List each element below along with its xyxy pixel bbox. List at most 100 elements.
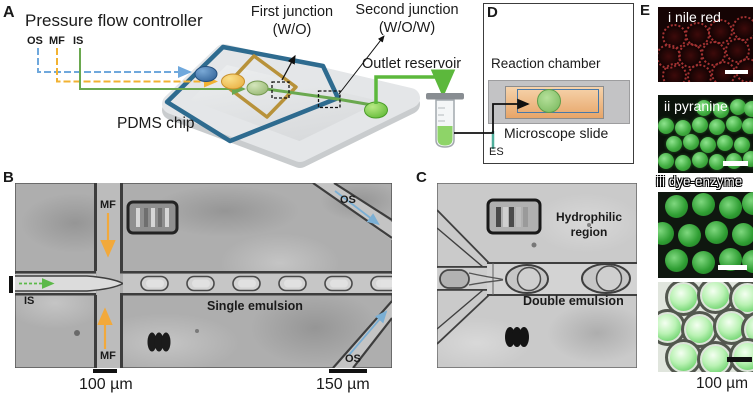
nile-red-droplet — [724, 37, 750, 63]
os-inlet-port — [194, 66, 218, 82]
pyranine-droplet — [658, 118, 674, 134]
chip-marking — [126, 200, 179, 235]
pyranine-droplet — [675, 155, 691, 171]
micrograph-double-emulsion-brightfield — [658, 282, 753, 372]
micrograph-dye-enzyme — [658, 192, 753, 278]
outlet-reservoir-tube — [426, 93, 464, 148]
dye-enzyme-droplet — [704, 220, 728, 244]
es-label: ES — [489, 146, 504, 158]
mf-label-bottom: MF — [100, 350, 116, 362]
pyranine-droplet — [658, 153, 674, 169]
second-junction-label: Second junction (W/O/W) — [355, 2, 459, 37]
dye-enzyme-droplet — [658, 221, 674, 245]
panel-e-scale-label: 100 µm — [696, 375, 749, 392]
first-junction-arrow — [281, 54, 296, 81]
os-flow-arrow-bottom — [348, 310, 388, 356]
sample-droplet — [537, 89, 561, 113]
scalebar-dye-enzyme — [718, 265, 747, 270]
dye-enzyme-droplet — [741, 249, 753, 273]
pyranine-droplet — [744, 101, 753, 117]
dye-enzyme-droplet — [691, 250, 715, 274]
dye-enzyme-droplet — [731, 222, 753, 246]
pyranine-droplet — [696, 100, 712, 116]
double-emulsion-caption: Double emulsion — [523, 294, 624, 308]
dye-enzyme-droplet — [664, 248, 688, 272]
dye-enzyme-droplet — [741, 192, 753, 215]
pyranine-label: ii pyranine — [664, 98, 728, 114]
panel-d-border — [483, 3, 634, 164]
inlet-is-label: IS — [73, 35, 84, 47]
os-flow-arrow-top — [334, 190, 380, 226]
pyranine-droplet — [742, 118, 753, 134]
pyranine-droplet — [726, 116, 742, 132]
is-label: IS — [24, 295, 35, 307]
dye-enzyme-droplet — [691, 192, 715, 216]
double-emulsion-droplets — [505, 263, 631, 294]
main-green-channel — [251, 85, 373, 107]
dye-enzyme-label: iii dye-enzyme — [656, 174, 743, 189]
outlet-tubing-line — [374, 69, 456, 104]
pyranine-droplet — [730, 99, 746, 115]
second-junction-box — [317, 90, 341, 109]
pyranine-droplet — [734, 137, 750, 153]
hydrophilic-region-label: Hydrophilic region — [555, 210, 622, 239]
inlet-mf-label: MF — [49, 35, 65, 47]
inner-plug — [439, 269, 470, 289]
scalebar-nile-red — [725, 70, 748, 74]
os-label-bottom: OS — [345, 353, 361, 365]
dye-enzyme-droplet — [677, 223, 701, 247]
pyranine-droplet — [717, 135, 733, 151]
channel-height-tick — [9, 276, 13, 293]
scalebar-pyranine — [723, 161, 748, 166]
microscope-slide-label: Microscope slide — [504, 125, 609, 141]
pyranine-droplet — [692, 117, 708, 133]
mf-label-top: MF — [100, 199, 116, 211]
outlet-port — [364, 101, 388, 119]
inlet-os-label: OS — [27, 35, 43, 47]
pyranine-droplet — [700, 137, 716, 153]
micrograph-single-emulsion — [15, 183, 392, 368]
debris — [147, 332, 171, 352]
dye-enzyme-droplet — [664, 194, 688, 218]
nile-red-droplet — [734, 57, 753, 82]
nile-red-label: i nile red — [668, 9, 721, 25]
pyranine-droplet — [666, 136, 682, 152]
panel-e-label: E — [640, 2, 651, 19]
panel-d-label: D — [487, 4, 498, 21]
debris-c — [505, 327, 529, 347]
reaction-chamber-label: Reaction chamber — [491, 56, 601, 71]
pyranine-droplet — [709, 154, 725, 170]
micrograph-nile-red — [658, 7, 753, 82]
single-emulsion-caption: Single emulsion — [207, 299, 303, 313]
pyranine-droplet — [692, 152, 708, 168]
dye-enzyme-droplet — [718, 195, 742, 219]
scalebar-150um — [329, 369, 367, 373]
scalebar-brightfield — [727, 357, 752, 362]
first-junction-label: First junction (W/O) — [250, 4, 334, 39]
pyranine-droplet — [675, 120, 691, 136]
chip-marking-c — [486, 198, 542, 235]
panel-b-label: B — [3, 169, 14, 186]
mf-inlet-port — [221, 73, 245, 90]
panel-a-label: A — [3, 4, 15, 21]
brightfield-double-emulsion — [664, 338, 702, 372]
pressure-controller-label: Pressure flow controller — [25, 11, 203, 30]
pyranine-droplet — [743, 151, 753, 167]
pdms-chip-label: PDMS chip — [117, 115, 195, 132]
micrograph-double-emulsion — [437, 183, 637, 368]
outlet-reservoir-label: Outlet reservoir — [362, 56, 462, 72]
os-tubing-line — [37, 48, 192, 78]
panel-c-label: C — [416, 169, 427, 186]
pyranine-droplet — [709, 119, 725, 135]
inner-mf-channel-loop — [224, 54, 298, 119]
is-tubing-line — [79, 48, 246, 95]
scalebar-100um — [93, 369, 117, 373]
os-label-top: OS — [340, 194, 356, 206]
micrograph-pyranine — [658, 95, 753, 173]
nile-red-droplet — [686, 63, 712, 82]
scale-100um-label: 100 µm — [79, 376, 133, 393]
pyranine-droplet — [683, 134, 699, 150]
pyranine-droplet — [713, 102, 729, 118]
nile-red-droplet — [731, 15, 753, 41]
